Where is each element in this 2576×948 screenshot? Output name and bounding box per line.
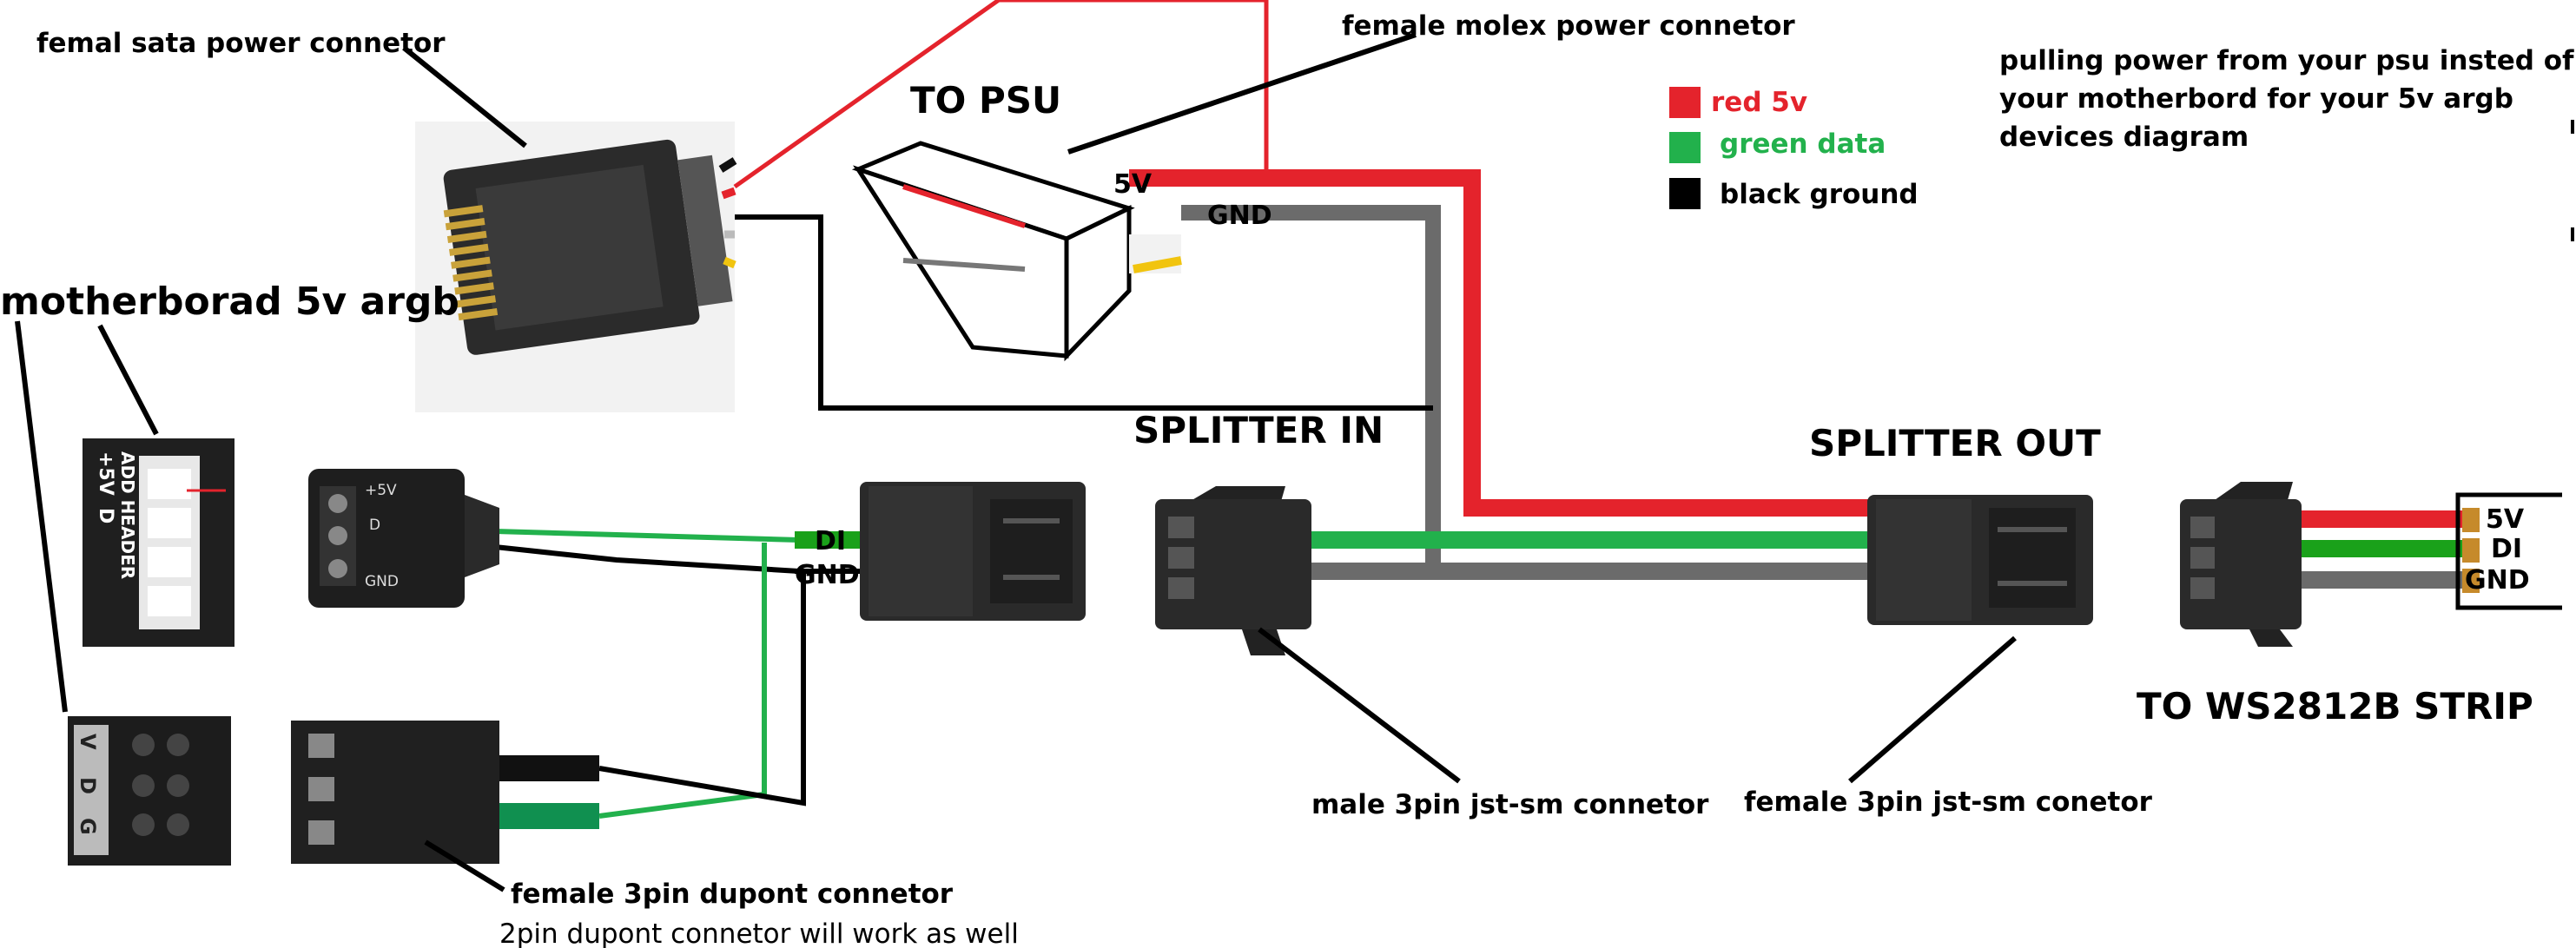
strip-di-label: DI [2491, 534, 2522, 564]
molex-5v-label: 5V [1113, 169, 1153, 200]
dupont-black-wire [598, 573, 806, 806]
header-d2-print: D [76, 777, 100, 794]
strip-gnd-label: GND [2465, 565, 2530, 596]
splitter-in-male-jst [1155, 486, 1311, 655]
dupont-label-line1: female 3pin dupont connetor [511, 879, 954, 910]
description-line2: your motherbord for your 5v argb [1999, 83, 2513, 115]
molex-gnd-label: GND [1207, 201, 1272, 231]
pointer-lines [15, 32, 2017, 892]
plug-plus5v-print: +5V [365, 482, 397, 499]
sata-connector-label: femal sata power connetor [36, 28, 446, 59]
dupont-label-line2: 2pin dupont connetor will work as well [499, 918, 1019, 948]
legend-swatch-red [1669, 87, 1701, 118]
mobo-black-wire [494, 544, 800, 574]
header-plus5v-print: +5V [95, 451, 116, 496]
jst-female-mobo-side [860, 482, 1086, 621]
molex-connector-label: female molex power connetor [1342, 10, 1795, 42]
red-sata-wire [733, 0, 1269, 189]
di-label: DI [815, 526, 846, 556]
molex-connector-image [851, 141, 1182, 362]
dupont-connector-image [291, 721, 599, 864]
mobo-argb-cable-plug: +5V D GND [308, 469, 499, 608]
legend-swatch-green [1669, 132, 1701, 163]
wires [494, 0, 2475, 819]
header-addr-print: ADD HEADER [117, 451, 138, 579]
legend-red-label: red 5v [1711, 87, 1807, 118]
mobo-green-wire [494, 529, 800, 543]
legend: red 5v green data black ground [1669, 87, 1919, 210]
red-5v-wire [1129, 169, 1876, 517]
black-ground-wire [735, 214, 1433, 411]
to-psu-label: TO PSU [910, 79, 1061, 122]
motherboard-argb-label: motherborad 5v argb [0, 280, 459, 324]
strip-male-jst [2180, 482, 2302, 647]
mobo-vdg-header-image: V D G [68, 716, 231, 866]
gray-gnd-wire [1181, 205, 1441, 569]
description-line3: devices diagram [1999, 122, 2249, 153]
legend-green-label: green data [1720, 128, 1886, 160]
legend-swatch-black [1669, 178, 1701, 209]
strip-5v-label: 5V [2486, 504, 2525, 535]
splitter-in-label: SPLITTER IN [1133, 409, 1384, 451]
male-jst-label: male 3pin jst-sm connetor [1311, 789, 1709, 820]
header-v-print: V [76, 734, 100, 750]
plug-d-print: D [369, 517, 380, 534]
legend-black-label: black ground [1720, 179, 1919, 210]
description-line1: pulling power from your psu insted of [1999, 45, 2574, 76]
sata-connector-image [415, 122, 737, 412]
plug-gnd-print: GND [365, 573, 399, 590]
splitter-out-label: SPLITTER OUT [1809, 422, 2101, 464]
header-d-print: D [95, 508, 116, 523]
splitter-out-female-jst [1867, 495, 2093, 625]
mobo-argb-header-image: +5V D ADD HEADER [83, 438, 234, 647]
header-g-print: G [76, 818, 100, 835]
gnd-label: GND [795, 560, 860, 590]
female-jst-label: female 3pin jst-sm conetor [1744, 787, 2153, 818]
to-strip-label: TO WS2812B STRIP [2137, 685, 2533, 727]
strip-end-bracket [2455, 492, 2562, 610]
